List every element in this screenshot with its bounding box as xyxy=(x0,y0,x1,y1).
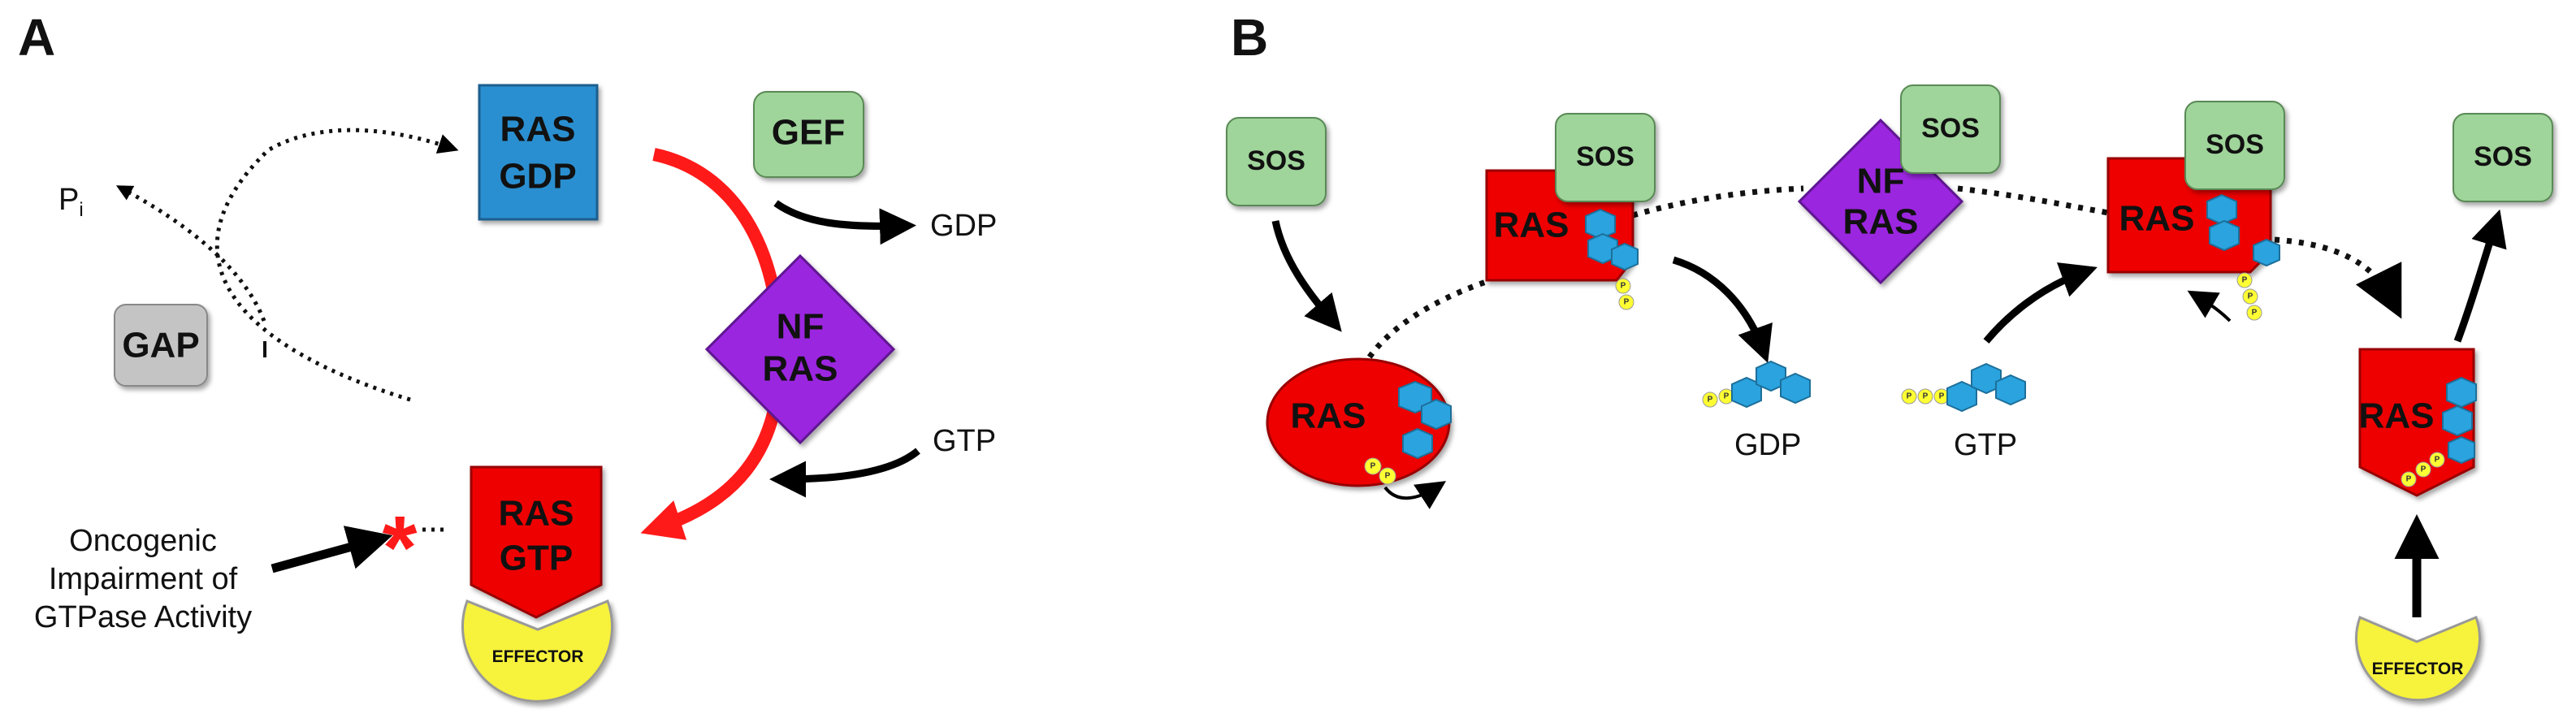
oncogenic-asterisk: * xyxy=(383,498,418,598)
pi-release-arrow xyxy=(115,185,266,322)
free-gtp-molecule: P P P xyxy=(1901,362,2026,413)
gdp-release-curl xyxy=(1383,481,1447,509)
svg-text:P: P xyxy=(2242,276,2248,285)
gap-box: GAP xyxy=(114,304,208,387)
svg-text:NF: NF xyxy=(1857,162,1905,201)
ras-gtp-shape: RAS GTP xyxy=(470,465,603,619)
svg-text:RAS: RAS xyxy=(1291,396,1366,436)
pi-label: Pi xyxy=(58,183,84,221)
svg-text:P: P xyxy=(2421,465,2427,474)
oncogenic-line-3: GTPase Activity xyxy=(34,600,252,634)
svg-text:RAS: RAS xyxy=(500,110,576,149)
svg-text:SOS: SOS xyxy=(2474,141,2532,172)
svg-text:SOS: SOS xyxy=(1247,145,1305,176)
svg-text:P: P xyxy=(1385,472,1391,481)
svg-text:P: P xyxy=(1907,392,1912,401)
gtp-in-arrow xyxy=(769,448,920,498)
svg-text:SOS: SOS xyxy=(1921,113,1980,144)
sos-box-2: SOS xyxy=(1900,84,2001,174)
svg-text:P: P xyxy=(1624,298,1630,307)
gef-box: GEF xyxy=(753,91,864,178)
svg-text:GTP: GTP xyxy=(500,539,573,578)
ras-gdp-box: RAS GDP xyxy=(478,84,599,221)
svg-text:P: P xyxy=(1708,396,1713,405)
oncogenic-line-2: Impairment of xyxy=(49,562,238,596)
sos-release-arrow xyxy=(2453,209,2507,343)
svg-text:P: P xyxy=(1939,392,1945,401)
effector-a: EFFECTOR xyxy=(461,599,613,703)
gdp-out-arrow xyxy=(773,200,916,245)
gdp-out-label: GDP xyxy=(930,209,997,243)
free-gdp-label: GDP xyxy=(1734,428,1801,462)
svg-text:RAS: RAS xyxy=(1843,202,1919,242)
oncogenic-line-1: Oncogenic xyxy=(69,524,217,558)
svg-text:P: P xyxy=(2406,475,2412,484)
ras-sos-complex-2: RAS SOS P P P xyxy=(2106,101,2285,321)
sos-binding-arrow xyxy=(1271,220,1342,332)
svg-text:EFFECTOR: EFFECTOR xyxy=(492,647,584,666)
svg-text:RAS: RAS xyxy=(2119,199,2195,239)
svg-text:P: P xyxy=(1621,282,1626,291)
panel-b-letter: B xyxy=(1231,8,1268,67)
ras-sos-complex-1: RAS SOS P P xyxy=(1485,113,1656,310)
gap-pathway-arrow xyxy=(214,128,459,402)
gtp-enter-arrow xyxy=(1983,262,2098,344)
svg-text:P: P xyxy=(2252,309,2258,318)
sos-box-1: SOS xyxy=(1226,117,1327,206)
pathway-dots-2 xyxy=(1632,185,1804,219)
svg-text:GEF: GEF xyxy=(772,113,845,153)
nf-ras-diamond: NF RAS xyxy=(704,253,896,445)
free-gdp-molecule: P P xyxy=(1702,360,1811,409)
svg-text:SOS: SOS xyxy=(2206,129,2264,160)
svg-text:P: P xyxy=(1724,392,1730,401)
svg-text:NF: NF xyxy=(777,307,825,347)
free-gtp-label: GTP xyxy=(1954,428,2017,462)
panel-a-letter: A xyxy=(18,8,55,67)
svg-text:GDP: GDP xyxy=(499,157,576,197)
pathway-dots-3 xyxy=(1957,185,2109,216)
svg-text:RAS: RAS xyxy=(763,349,838,389)
ras-gtp-active: RAS P P P xyxy=(2358,348,2477,497)
svg-text:P: P xyxy=(2248,292,2253,301)
ras-ellipse-gdp: RAS P P xyxy=(1266,357,1452,487)
sos-box-3: SOS xyxy=(2453,113,2553,202)
svg-text:P: P xyxy=(1923,392,1929,401)
gdp-leave-arrow xyxy=(1672,256,1773,363)
pathway-dots-4 xyxy=(2274,236,2402,319)
gtp-in-label: GTP xyxy=(933,424,996,458)
svg-text:P: P xyxy=(2435,456,2440,465)
svg-text:SOS: SOS xyxy=(1576,141,1634,172)
oncogenic-arrow xyxy=(271,526,393,573)
effector-b: EFFECTOR xyxy=(2355,615,2481,702)
svg-text:P: P xyxy=(1370,462,1376,471)
svg-text:RAS: RAS xyxy=(499,494,574,534)
svg-text:EFFECTOR: EFFECTOR xyxy=(2372,660,2464,678)
svg-text:GAP: GAP xyxy=(122,326,199,366)
svg-text:RAS: RAS xyxy=(2359,396,2435,436)
svg-text:RAS: RAS xyxy=(1494,206,1569,245)
gtp-load-curl xyxy=(2187,290,2232,322)
